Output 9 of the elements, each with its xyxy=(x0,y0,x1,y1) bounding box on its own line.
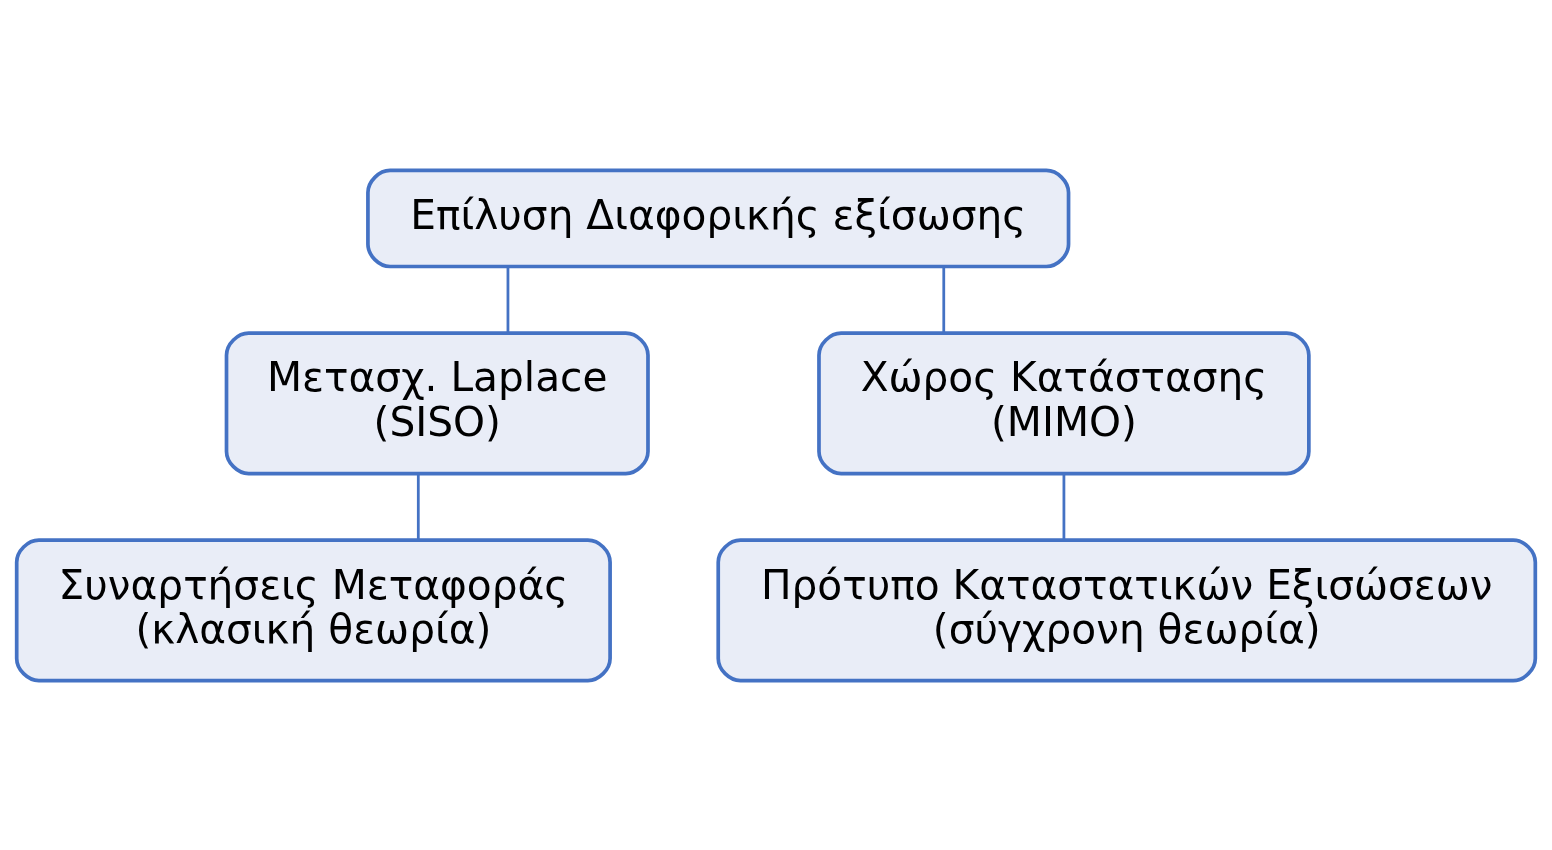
node-box: Πρότυπο Καταστατικών Εξισώσεων (σύγχρονη θεωρία) xyxy=(716,537,1538,682)
node-box: Επίλυση Διαφορικής εξίσωσης xyxy=(366,168,1071,268)
node-box: Συναρτήσεις Μεταφοράς (κλασική θεωρία) xyxy=(14,537,612,682)
node-box: Μετασχ. Laplace (SISO) xyxy=(224,330,650,475)
connector xyxy=(942,266,946,332)
connector xyxy=(1062,473,1066,540)
connector xyxy=(506,266,510,332)
node-box: Χώρος Κατάστασης (MIMO) xyxy=(817,330,1311,475)
connector xyxy=(416,473,420,540)
